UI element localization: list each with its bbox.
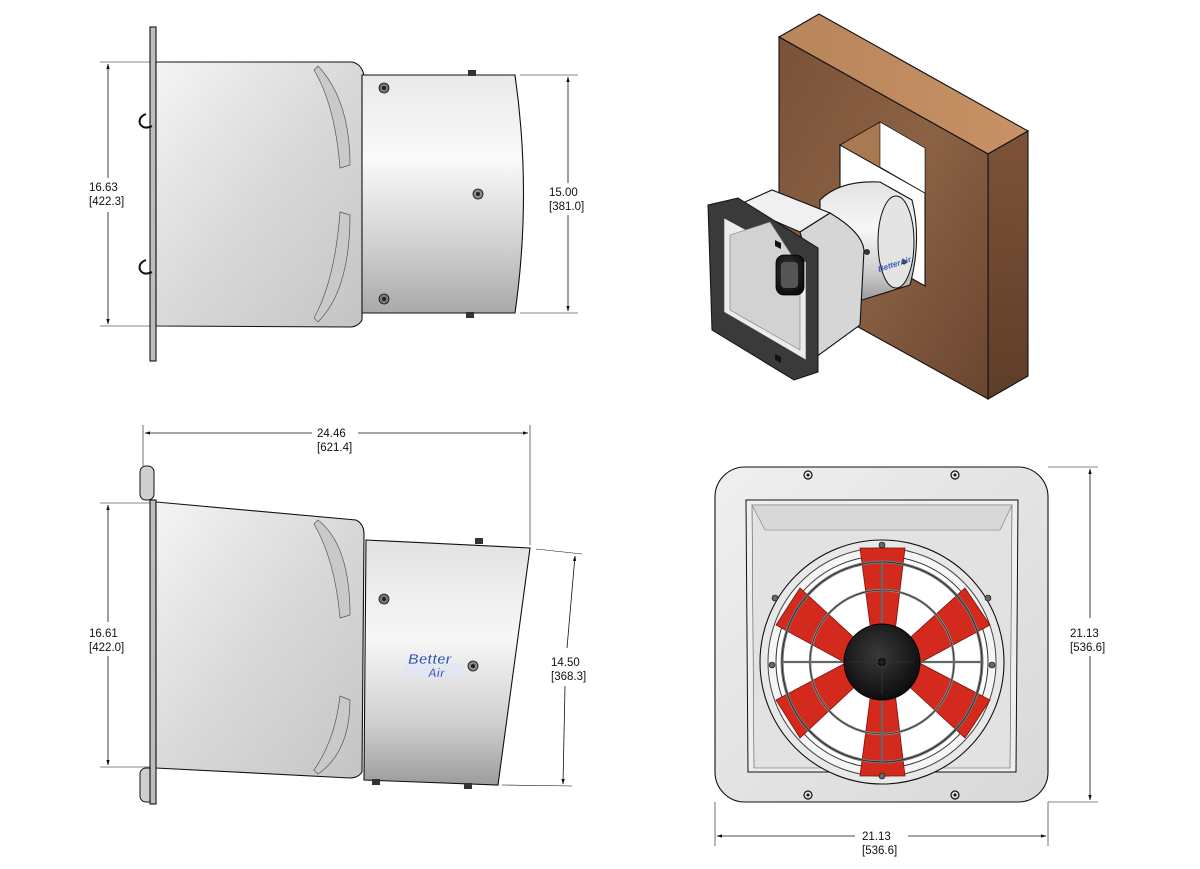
hood-fold-upper	[313, 519, 351, 619]
bolt	[382, 597, 386, 601]
outlet-dimension-inches: 14.50	[551, 657, 580, 669]
clip	[138, 113, 153, 129]
height-dimension-inches: 16.63	[89, 182, 118, 194]
height-dimension-mm: [422.3]	[89, 196, 124, 208]
iso-flange-clip	[775, 240, 781, 249]
bolt	[476, 192, 480, 196]
side-view-top: 16.63 [422.3] 15.00 [381.0]	[89, 26, 584, 362]
bolt	[471, 664, 475, 668]
tube-dimension-inches: 15.00	[549, 187, 578, 199]
bolt	[382, 86, 386, 90]
hood-body	[155, 501, 365, 779]
front-height-dimension-inches: 21.13	[1070, 628, 1099, 640]
front-width-dimension-inches: 21.13	[862, 831, 891, 843]
flange-plate	[149, 499, 157, 805]
flange-bolts	[803, 470, 960, 800]
length-dimension-mm: [621.4]	[317, 442, 352, 454]
logo-line-1: Better	[408, 651, 453, 668]
logo-line-2: Air	[427, 666, 446, 680]
bolt	[382, 297, 386, 301]
height-dimension-mm: [422.0]	[89, 642, 124, 654]
tab	[468, 70, 476, 76]
iso-flange-clip	[775, 354, 781, 363]
height-dimension-inches: 16.61	[89, 628, 118, 640]
iso-tube-end	[877, 195, 915, 289]
tab	[466, 312, 474, 318]
hood-body	[155, 61, 365, 328]
hood-fold-upper	[313, 65, 351, 169]
side-view-bottom: Better Air 24.46 [621.4] 16.61 [422.0] 1…	[89, 425, 586, 805]
iso-hood-interior	[729, 221, 801, 351]
tab	[475, 538, 483, 544]
flange-plate	[149, 26, 157, 362]
wood-hole-inner-side	[879, 121, 926, 194]
logo-background	[405, 663, 465, 677]
tube-body	[361, 74, 525, 314]
tab	[372, 779, 380, 785]
length-dimension-inches: 24.46	[317, 428, 346, 440]
front-height-dimension-mm: [536.6]	[1070, 642, 1105, 654]
wood-frame-side	[987, 130, 1029, 400]
clip	[138, 259, 153, 275]
bolt	[864, 249, 870, 255]
iso-motor-face	[781, 262, 798, 288]
front-view: 21.13 [536.6] 21.13 [536.6]	[714, 466, 1105, 857]
tab	[464, 783, 472, 789]
front-hood-top-lip	[751, 504, 1013, 531]
front-width-dimension-mm: [536.6]	[862, 845, 897, 857]
tube-dimension-mm: [381.0]	[549, 201, 584, 213]
isometric-view: BetterAir	[707, 13, 1030, 400]
clip	[139, 465, 155, 501]
ring-bolts	[768, 541, 996, 780]
outlet-dimension-mm: [368.3]	[551, 671, 586, 683]
hood-fold-lower	[313, 695, 351, 775]
tube-body	[363, 539, 531, 786]
bolt	[901, 259, 907, 265]
hood-fold-lower	[313, 211, 351, 323]
